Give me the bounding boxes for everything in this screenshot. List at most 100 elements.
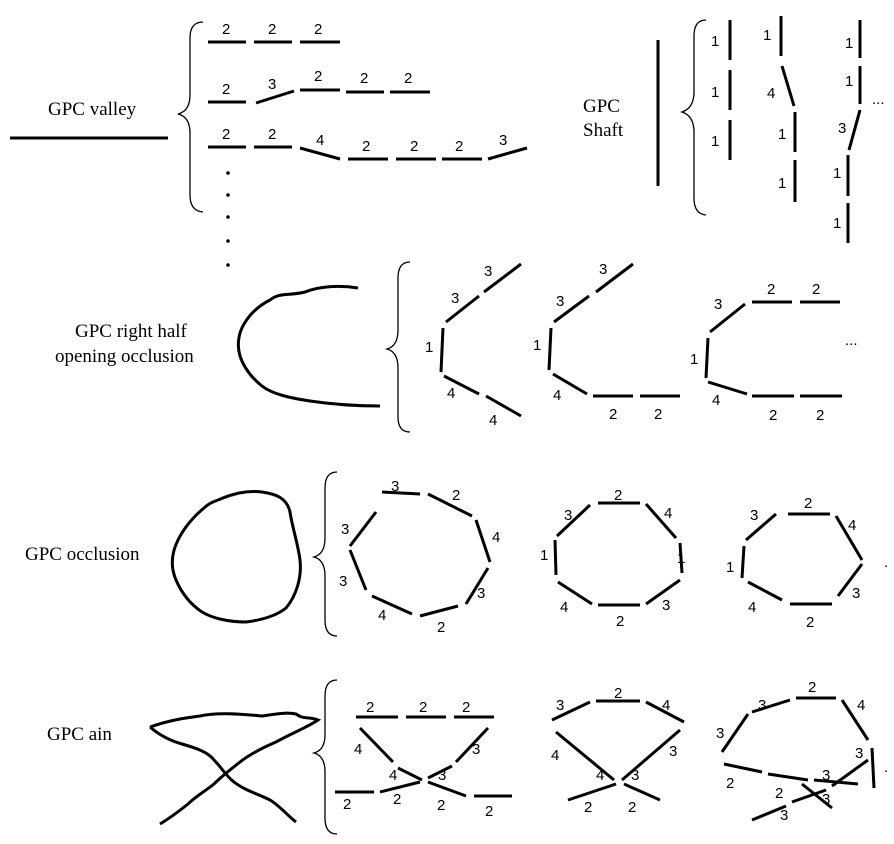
half-code: 3 (599, 261, 607, 278)
occ-c-seg (745, 512, 777, 542)
occ-code: 2 (452, 487, 460, 504)
occ-a-seg (371, 594, 413, 616)
half-b-seg (553, 294, 590, 324)
ain-b-seg (645, 700, 685, 724)
occ-code: 3 (750, 507, 758, 524)
ain-code: 3 (472, 741, 480, 758)
valley-code: 2 (268, 21, 276, 38)
occ-code: 4 (560, 599, 568, 616)
occ-c-seg (747, 580, 783, 602)
shaft-code: 4 (767, 85, 775, 102)
occ-code: 1 (726, 559, 734, 576)
ain-a-seg (427, 780, 467, 798)
shaft-code: 1 (845, 73, 853, 90)
ain-code: 2 (775, 785, 783, 802)
half-opening-label-line1: GPC right half (75, 321, 188, 342)
half-code: 3 (451, 290, 459, 307)
half-code: 4 (489, 412, 497, 429)
half-code: 1 (533, 337, 541, 354)
half-code: 2 (816, 407, 824, 424)
valley-code: 2 (268, 126, 276, 143)
half-code: 2 (812, 281, 820, 298)
valley-r3-seg (487, 146, 528, 161)
shaft-code: 1 (711, 84, 719, 101)
ain-b-seg (555, 730, 615, 782)
ain-label: GPC ain (47, 724, 112, 745)
half-code: 4 (712, 392, 720, 409)
occ-code: 2 (437, 619, 445, 636)
occ-a-seg (348, 549, 368, 591)
valley-r2-seg (255, 89, 295, 105)
ain-c-seg (751, 698, 791, 714)
ain-brace (311, 679, 338, 835)
occ-code: 2 (616, 613, 624, 630)
shaft-c3-seg (847, 109, 862, 151)
continuation-dot (226, 215, 230, 219)
ain-c-seg (791, 788, 827, 804)
shaft-code: 1 (763, 27, 771, 44)
ain-dot: . (884, 759, 888, 776)
ain-code: 2 (726, 775, 734, 792)
half-a-seg (485, 394, 522, 418)
continuation-dot (226, 193, 230, 197)
half-a-seg (443, 374, 480, 396)
ain-b-seg (551, 700, 591, 722)
ain-code: 4 (596, 767, 604, 784)
ain-code: 2 (462, 699, 470, 716)
occ-code: 2 (804, 495, 812, 512)
occ-a-seg (419, 604, 459, 618)
occ-code: 3 (477, 585, 485, 602)
valley-code: 3 (268, 76, 276, 93)
occ-code: 4 (492, 529, 500, 546)
occ-b-seg (557, 580, 593, 606)
ain-c-seg (831, 758, 869, 788)
continuation-dot (226, 171, 230, 175)
half-opening-brace (384, 261, 411, 433)
shaft-code: 1 (845, 35, 853, 52)
half-a-seg (445, 294, 480, 324)
ain-code: 2 (343, 796, 351, 813)
shaft-code: 1 (711, 33, 719, 50)
half-code: 1 (425, 339, 433, 356)
ain-code: 3 (822, 791, 830, 808)
ain-c-seg (723, 762, 763, 774)
half-b-seg (552, 372, 588, 396)
occ-a-seg (381, 490, 421, 496)
occ-dot: . (884, 554, 888, 571)
occ-b-seg (678, 542, 684, 574)
ain-a-seg (454, 726, 490, 764)
ain-code: 3 (780, 807, 788, 824)
occ-b-seg (645, 578, 681, 606)
occ-a-seg (427, 492, 473, 518)
occ-code: 3 (391, 478, 399, 495)
occ-code: 4 (848, 517, 856, 534)
ain-b-seg (567, 782, 617, 802)
ain-code: 4 (551, 747, 559, 764)
occ-code: 3 (852, 585, 860, 602)
occ-b-seg (555, 503, 592, 538)
occ-b-seg (553, 539, 558, 576)
half-code: 2 (769, 407, 777, 424)
valley-code: 2 (222, 126, 230, 143)
ain-c-seg (870, 747, 876, 789)
ain-code: 2 (808, 679, 816, 696)
shaft-code: 3 (838, 120, 846, 137)
half-code: 2 (609, 406, 617, 423)
occ-c-seg (834, 515, 864, 561)
ain-code: 2 (584, 799, 592, 816)
valley-r3-seg (299, 146, 341, 161)
occlusion-shape (170, 490, 302, 624)
valley-code: 2 (410, 138, 418, 155)
ain-code: 3 (855, 745, 863, 762)
continuation-dot (226, 239, 230, 243)
valley-code: 2 (455, 138, 463, 155)
ain-a-seg (427, 764, 453, 780)
ain-code: 2 (614, 685, 622, 702)
half-code: 3 (714, 296, 722, 313)
shaft-c2-seg (780, 65, 796, 107)
shaft-code: 1 (711, 133, 719, 150)
ain-c-seg (720, 713, 750, 753)
half-code: 2 (767, 281, 775, 298)
continuation-dot (226, 263, 230, 267)
